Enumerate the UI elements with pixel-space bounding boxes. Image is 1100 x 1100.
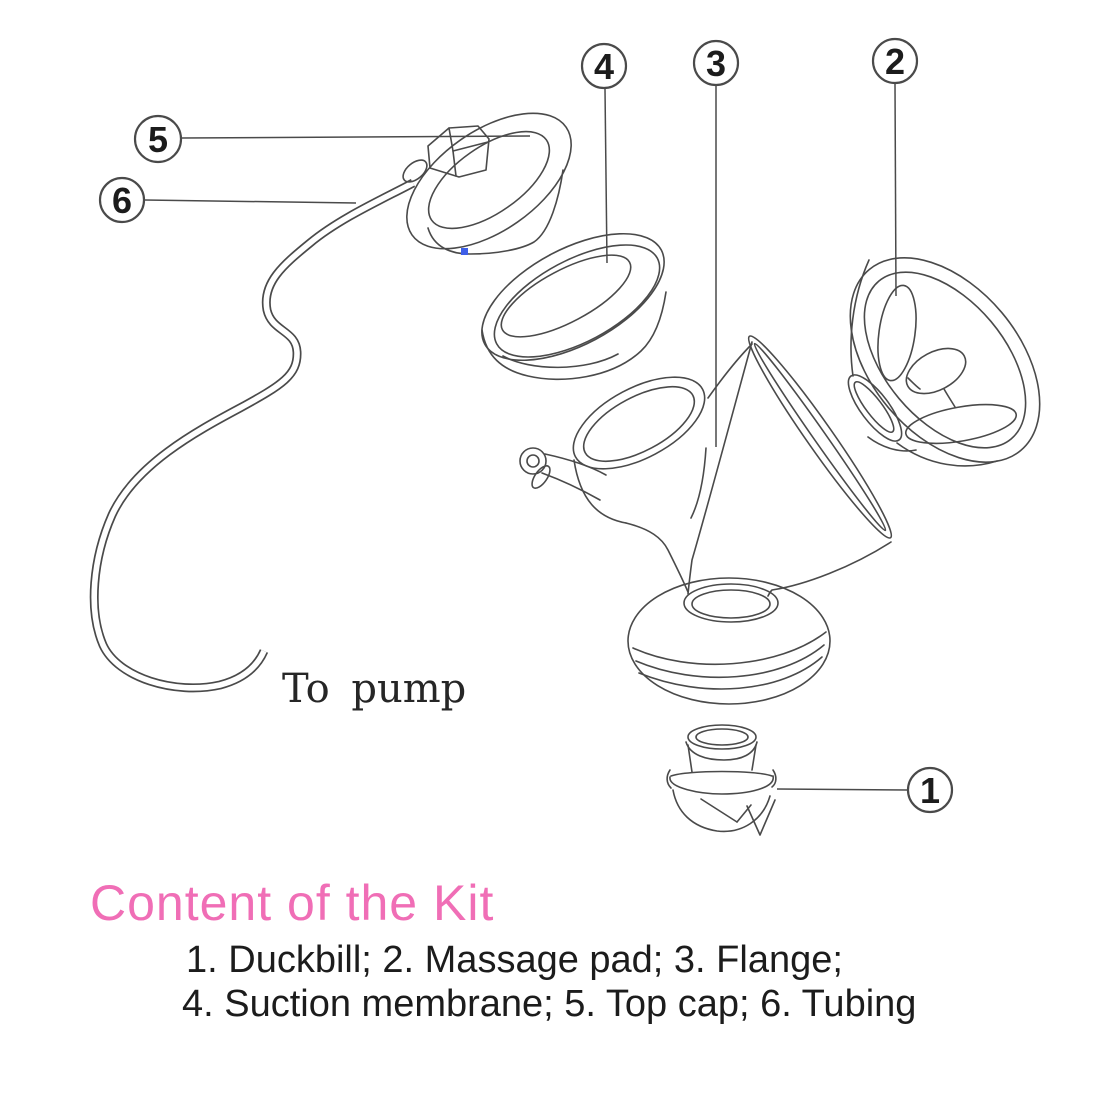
- leader-line-4: [604, 88, 608, 264]
- callout-1-number: 1: [920, 770, 940, 811]
- kit-heading: Content of the Kit: [90, 875, 495, 931]
- callout-6-number: 6: [112, 180, 132, 221]
- callout-3-number: 3: [706, 43, 726, 84]
- callout-5-number: 5: [148, 119, 168, 160]
- bottle-top-drawing: [627, 577, 831, 705]
- callout-2-number: 2: [885, 41, 905, 82]
- flange-drawing: [519, 335, 893, 597]
- leader-line-5: [181, 135, 531, 139]
- callout-leader-lines: [144, 83, 908, 791]
- kit-list-line-1: 1. Duckbill; 2. Massage pad; 3. Flange;: [186, 939, 843, 981]
- callout-2: 2: [871, 37, 919, 85]
- leader-line-1: [776, 788, 908, 791]
- blue-mark: [461, 248, 468, 255]
- massage-pad-drawing: [847, 257, 1041, 467]
- kit-list-line-2: 4. Suction membrane; 5. Top cap; 6. Tubi…: [182, 983, 917, 1025]
- callout-4: 4: [580, 42, 628, 90]
- callout-3: 3: [692, 39, 740, 87]
- top-cap-drawing: [402, 112, 572, 255]
- to-pump-label: To pump: [282, 666, 466, 712]
- callout-6: 6: [98, 176, 146, 224]
- suction-membrane-drawing: [481, 232, 667, 381]
- duckbill-drawing: [666, 724, 777, 836]
- callout-4-number: 4: [594, 46, 614, 87]
- tubing-drawing: [89, 179, 416, 693]
- callout-5: 5: [133, 114, 183, 164]
- leader-line-2: [894, 83, 897, 297]
- callout-1: 1: [906, 766, 954, 814]
- leader-line-6: [144, 199, 357, 204]
